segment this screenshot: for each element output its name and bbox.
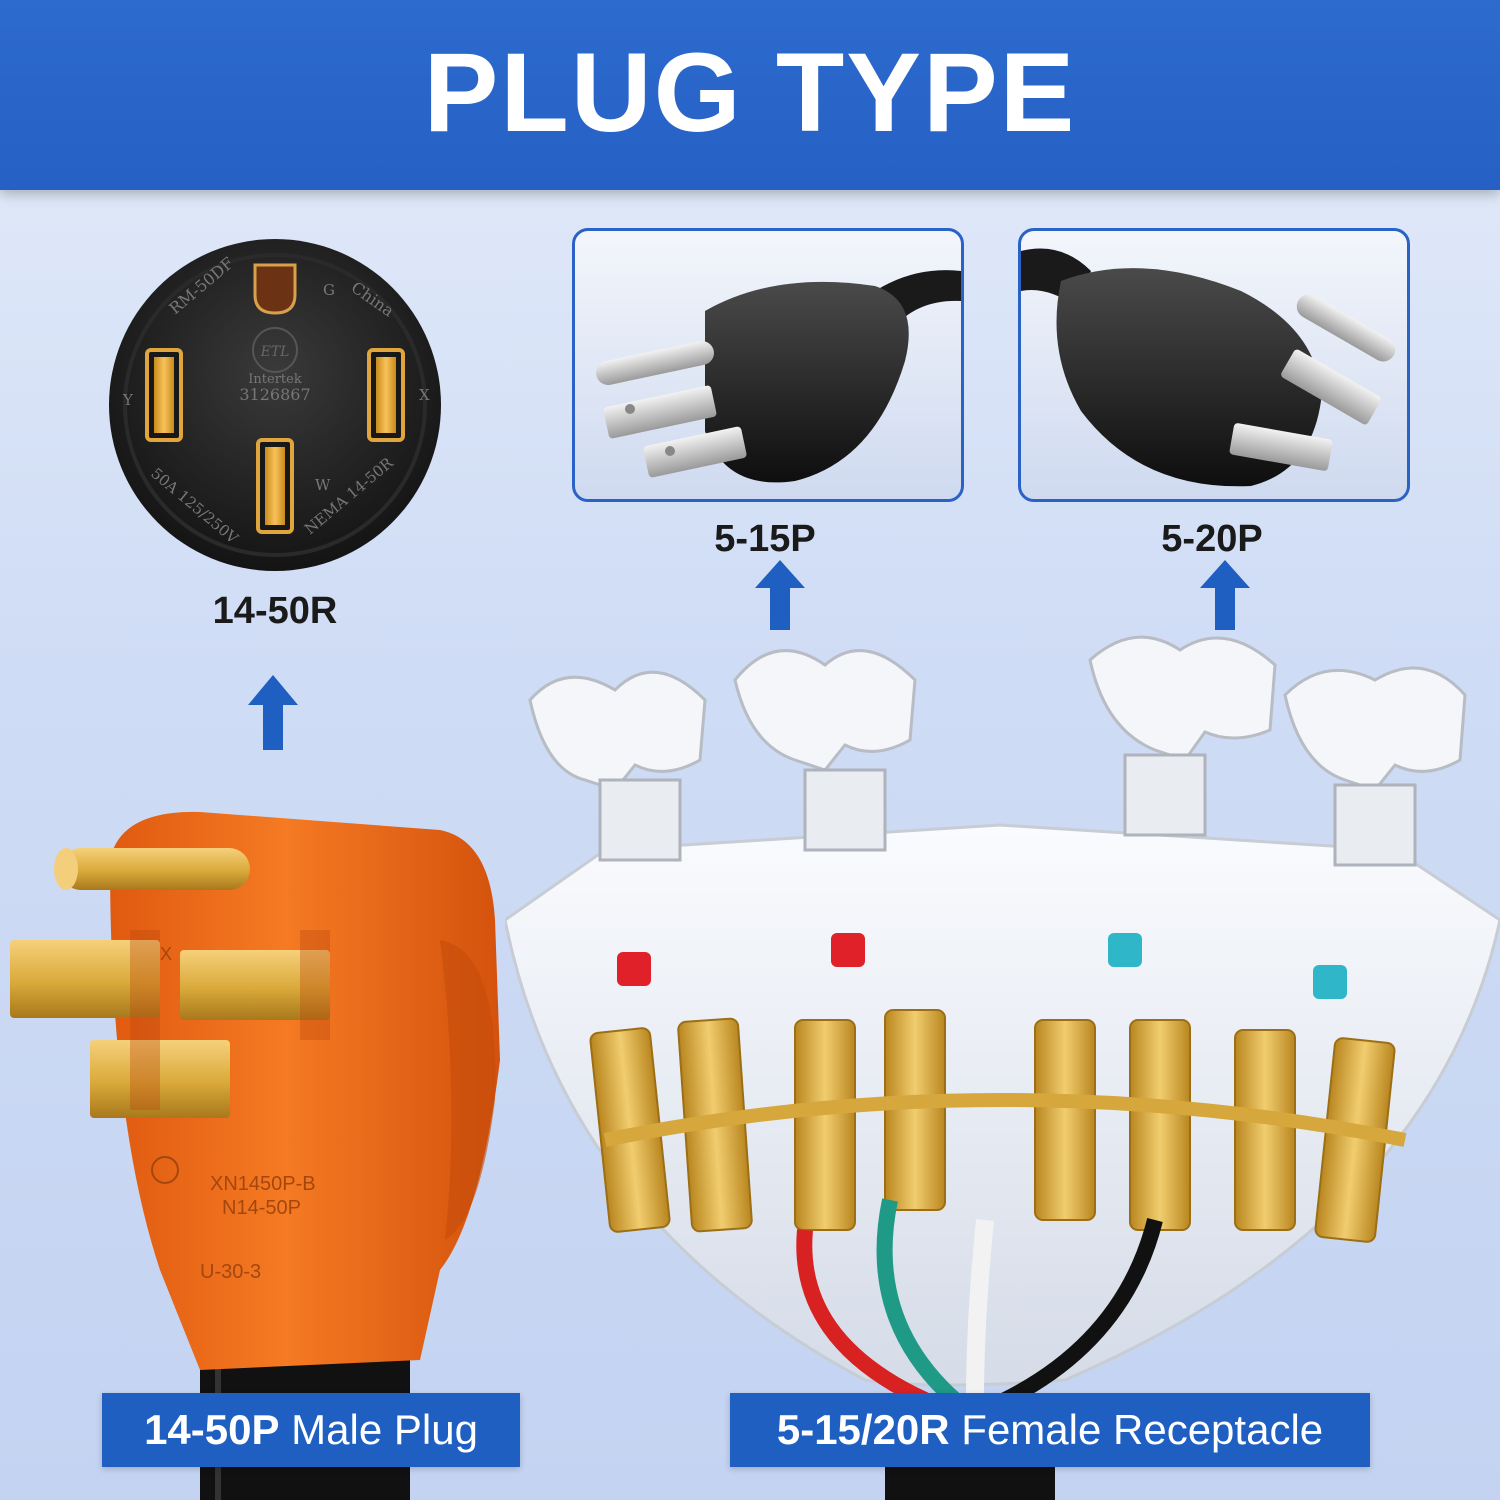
arrow-up-icon [248,675,298,750]
plug-x-mark: X [160,944,172,964]
face-w: W [315,476,331,494]
cert-line2: 3126867 [239,385,310,404]
label-14-50r: 14-50R [212,590,338,632]
arrow-up-icon [1200,560,1250,630]
plug-5-15p-image [596,270,961,483]
female-receptacle-label-prefix: 5-15/20R [776,1406,950,1453]
plug-body-line2: N14-50P [222,1197,301,1219]
label-5-20p: 5-20P [1161,518,1263,560]
female-receptacle-label: 5-15/20R Female Receptacle [730,1393,1370,1467]
plug-5-15p-photo-frame [572,228,964,502]
nema-14-50r-receptacle-image: ETL Intertek 3126867 RM-50DF China G Y X… [109,239,441,571]
header-banner: PLUG TYPE [0,0,1500,190]
cert-line1: Intertek [248,372,302,387]
face-g: G [323,281,335,299]
face-x: X [419,386,430,404]
female-receptacle-label-suffix: Female Receptacle [949,1406,1324,1453]
arrow-up-icon [755,560,805,630]
plug-body-line1: XN1450P-B [210,1173,316,1195]
male-plug-label: 14-50P Male Plug [102,1393,520,1467]
male-plug-label-suffix: Male Plug [279,1406,478,1453]
plug-body-line3: U-30-3 [200,1261,261,1283]
svg-text:ETL: ETL [260,344,290,360]
female-receptacle-image [505,635,1500,1500]
face-y: Y [122,391,134,409]
nema-14-50p-plug-image: X XN1450P-B N14-50P U-30-3 [10,811,500,1500]
plug-5-20p-photo-frame [1018,228,1410,502]
label-5-15p: 5-15P [714,518,816,560]
male-plug-label-prefix: 14-50P [144,1406,280,1453]
plug-5-20p-image [1021,248,1396,487]
page-title: PLUG TYPE [423,30,1077,155]
